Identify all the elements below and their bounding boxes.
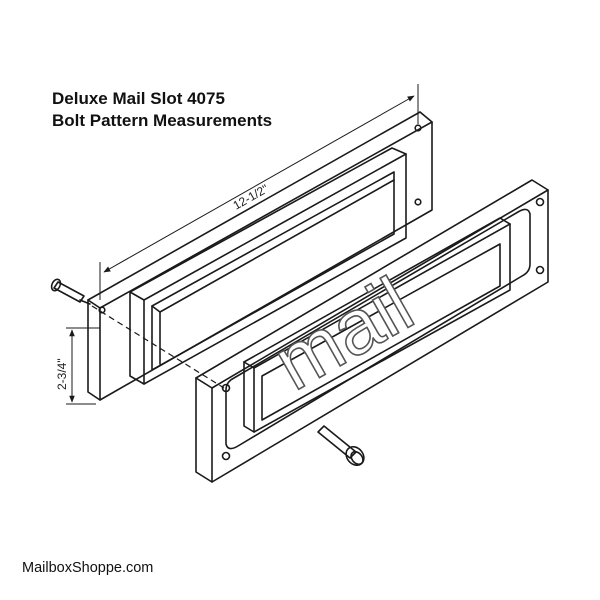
front-bolt-hole-top-left [221, 383, 231, 393]
height-dimension: 2-3/4" [55, 327, 100, 405]
front-bolt-hole-bottom-right [535, 265, 545, 275]
bolt-left [50, 278, 91, 305]
back-bolt-hole-bottom-right [414, 198, 422, 206]
bolt-right [317, 425, 365, 467]
height-label: 2-3/4" [55, 358, 69, 390]
site-footer[interactable]: MailboxShoppe.com [22, 560, 154, 576]
flap-mail-text: mail [259, 260, 427, 407]
back-bolt-hole-top-right [414, 124, 422, 132]
front-bolt-hole-bottom-left [221, 451, 231, 461]
alignment-line [91, 305, 225, 389]
front-bolt-hole-top-right [535, 197, 545, 207]
